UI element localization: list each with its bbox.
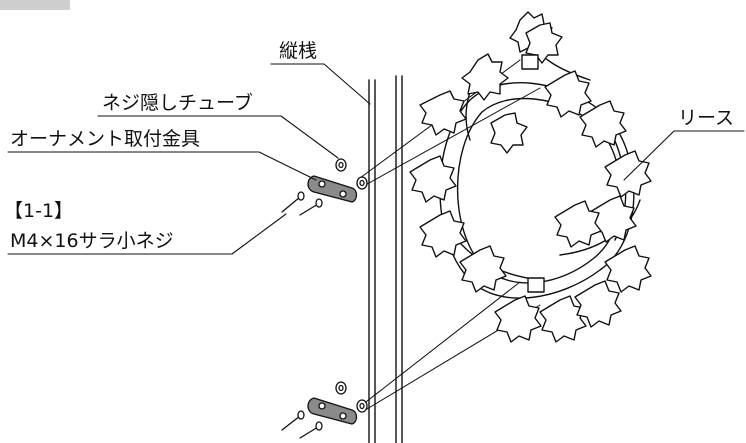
lower-screws bbox=[281, 410, 323, 439]
screw-cover-tube-label: ネジ隠しチューブ bbox=[102, 92, 253, 114]
screw-label: M4×16サラ小ネジ bbox=[10, 230, 174, 252]
stile-label: 縦桟 bbox=[279, 40, 318, 62]
ornament-bracket-label: オーナメント取付金具 bbox=[10, 128, 201, 150]
upper-screws bbox=[281, 191, 323, 216]
part-number-label: 【1-1】 bbox=[4, 200, 74, 222]
lower-bracket-assembly bbox=[307, 381, 368, 425]
wreath bbox=[409, 11, 652, 343]
stile bbox=[368, 75, 403, 443]
wreath-label: リース bbox=[678, 107, 735, 129]
header-tab bbox=[0, 0, 70, 10]
upper-bracket-assembly bbox=[307, 158, 368, 203]
leader-lines bbox=[7, 63, 745, 255]
